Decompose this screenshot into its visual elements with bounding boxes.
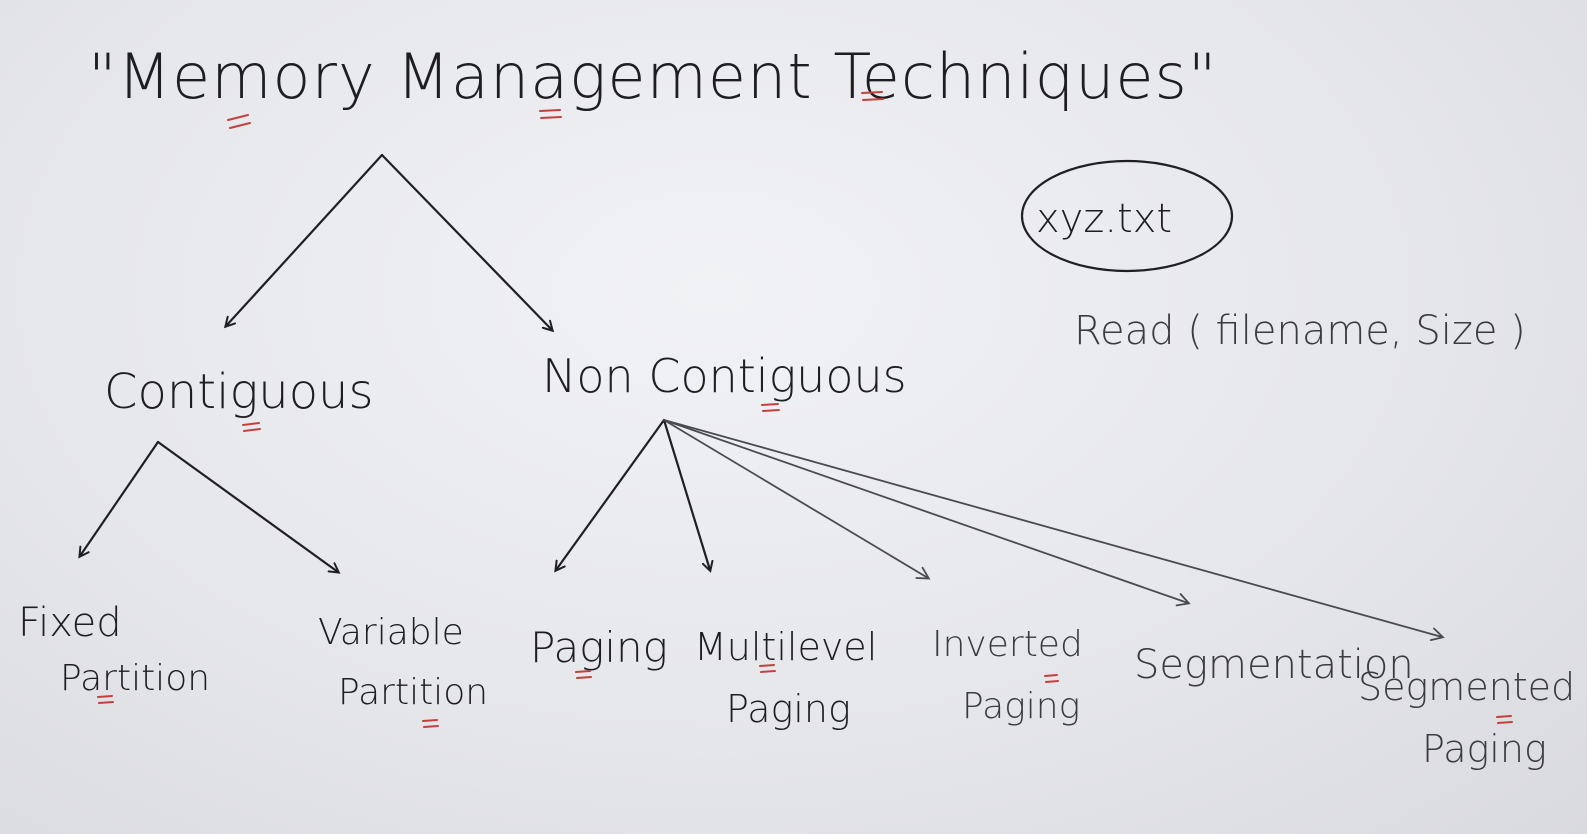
leaf-fixed-line1: Fixed <box>18 600 122 646</box>
variable-underline <box>422 719 439 728</box>
edge-noncontig-paging <box>556 418 666 570</box>
edge-noncontig-segmentation <box>663 419 1191 607</box>
circled-filename: xyz.txt <box>1036 196 1172 242</box>
multilevel-underline <box>759 664 776 673</box>
paging-underline <box>575 670 592 679</box>
node-noncontiguous: Non Contiguous <box>542 349 907 403</box>
filename-circle <box>1020 159 1234 273</box>
leaf-variable-line1: Variable <box>318 612 464 653</box>
edge-root-contiguous <box>226 153 384 326</box>
leaf-inverted-line2: Paging <box>962 686 1080 727</box>
inverted-underline <box>1044 674 1059 683</box>
leaf-fixed-line2: Partition <box>60 658 210 699</box>
edge-root-noncontiguous <box>380 153 552 330</box>
contiguous-underline <box>242 422 261 432</box>
noncontiguous-underline <box>761 403 780 412</box>
leaf-segmentation-line1: Segmentation <box>1134 642 1414 688</box>
leaf-multilevel-line1: Multilevel <box>694 625 877 669</box>
leaf-segmented-line1: Segmented <box>1358 665 1575 709</box>
read-call: Read ( filename, Size ) <box>1074 308 1526 354</box>
leaf-inverted-line1: Inverted <box>932 624 1083 665</box>
fixed-underline <box>97 695 114 704</box>
title-underline-management <box>539 109 562 119</box>
title-underline-techniques <box>861 91 884 101</box>
edge-contiguous-fixed <box>80 440 160 556</box>
leaf-paging-line1: Paging <box>530 623 668 672</box>
edge-contiguous-variable <box>156 440 338 572</box>
leaf-segmented-line2: Paging <box>1422 727 1547 771</box>
edge-noncontig-multilevel <box>662 418 710 570</box>
edge-noncontig-segmented <box>663 419 1445 641</box>
edge-noncontig-inverted <box>663 419 931 580</box>
title-underline-memory <box>227 114 251 129</box>
leaf-multilevel-line2: Paging <box>726 687 851 731</box>
segmented-underline <box>1496 715 1513 724</box>
diagram-title: "Memory Management Techniques" <box>88 40 1217 113</box>
leaf-variable-line2: Partition <box>338 672 488 713</box>
node-contiguous: Contiguous <box>104 364 373 420</box>
